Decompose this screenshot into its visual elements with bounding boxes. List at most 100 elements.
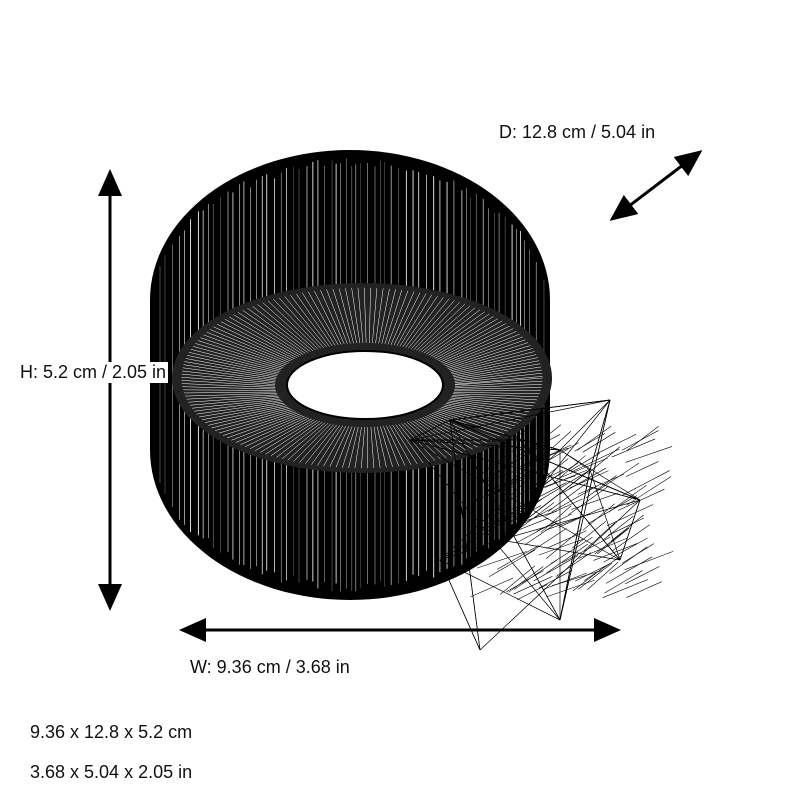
edge [605,556,653,584]
hatch [450,351,535,373]
hatch [451,354,537,375]
edge [449,419,481,651]
hatch [447,342,529,369]
edge [506,510,557,527]
hatch [454,369,542,382]
edge [621,470,670,496]
edge [533,475,576,491]
edge [409,439,561,621]
hatch [386,425,406,466]
edge [536,513,572,532]
hatch [191,398,281,409]
hatch [308,291,339,346]
hatch [302,292,336,346]
hatch [430,316,494,357]
edge [619,499,641,561]
edge [602,515,634,541]
edge [625,446,673,463]
hatch [224,319,297,358]
hatch [205,405,287,423]
hatch [203,334,287,366]
hatch [410,300,455,350]
edge [544,498,583,517]
hatch [184,361,277,378]
edge [439,559,481,651]
hatch [449,399,532,410]
hatch [395,424,424,464]
hatch [287,423,329,461]
edge [522,502,555,527]
edge [546,579,595,598]
hatch [378,288,390,344]
hatch [267,300,319,350]
hatch [290,294,330,347]
hatch [376,426,387,468]
hatch [354,426,362,469]
hatch [389,425,412,465]
edge [493,452,530,476]
hatch [270,421,320,457]
edge [626,581,662,598]
hatch [383,426,400,467]
hatch [427,415,488,444]
edge [571,521,606,549]
edge [624,566,660,585]
edge [409,439,621,561]
hatch [433,411,501,437]
hatch [381,289,396,344]
hatch [245,416,307,448]
edge [514,434,561,458]
hatch [188,396,279,403]
edge [587,495,638,525]
edge [577,473,624,495]
hatch [345,288,357,344]
hatch [208,406,289,426]
hatch [369,287,371,344]
edge [571,492,619,510]
summary-in: 3.68 x 5.04 x 2.05 in [30,762,193,782]
hatch [260,419,315,453]
edge [610,514,644,542]
hatch [432,318,499,358]
hatch [254,418,312,451]
edge [608,485,647,513]
hatch [185,358,278,377]
hatch [454,366,542,381]
edge [491,471,536,490]
hatch [296,293,333,347]
edge [471,485,516,502]
hatch [335,426,353,468]
edge [602,579,648,598]
edge [509,505,542,523]
hatch [370,426,375,469]
hatch [453,363,541,379]
edge [576,425,612,451]
hatch [454,387,542,390]
edge [409,399,611,441]
hatch [181,380,276,387]
hatch [233,314,302,356]
hatch [201,404,286,421]
edge [548,482,588,512]
edge [439,539,501,561]
edge [481,460,515,484]
hatch [409,421,452,457]
hatch [384,289,403,345]
wireframe-model [150,150,674,651]
hatch [326,289,348,344]
hatch [418,305,471,352]
summary-cm: 9.36 x 12.8 x 5.2 cm [30,722,193,742]
attachment-wireframe [409,399,674,651]
hatch [183,364,277,380]
hatch [439,408,512,429]
hatch [390,291,415,345]
hatch [249,417,310,450]
edge [551,485,598,513]
edge [561,536,611,564]
edge [626,425,659,452]
edge [568,452,600,472]
edge [487,505,526,525]
hatch [181,373,276,384]
hatch [185,393,277,397]
hatch [447,401,527,416]
